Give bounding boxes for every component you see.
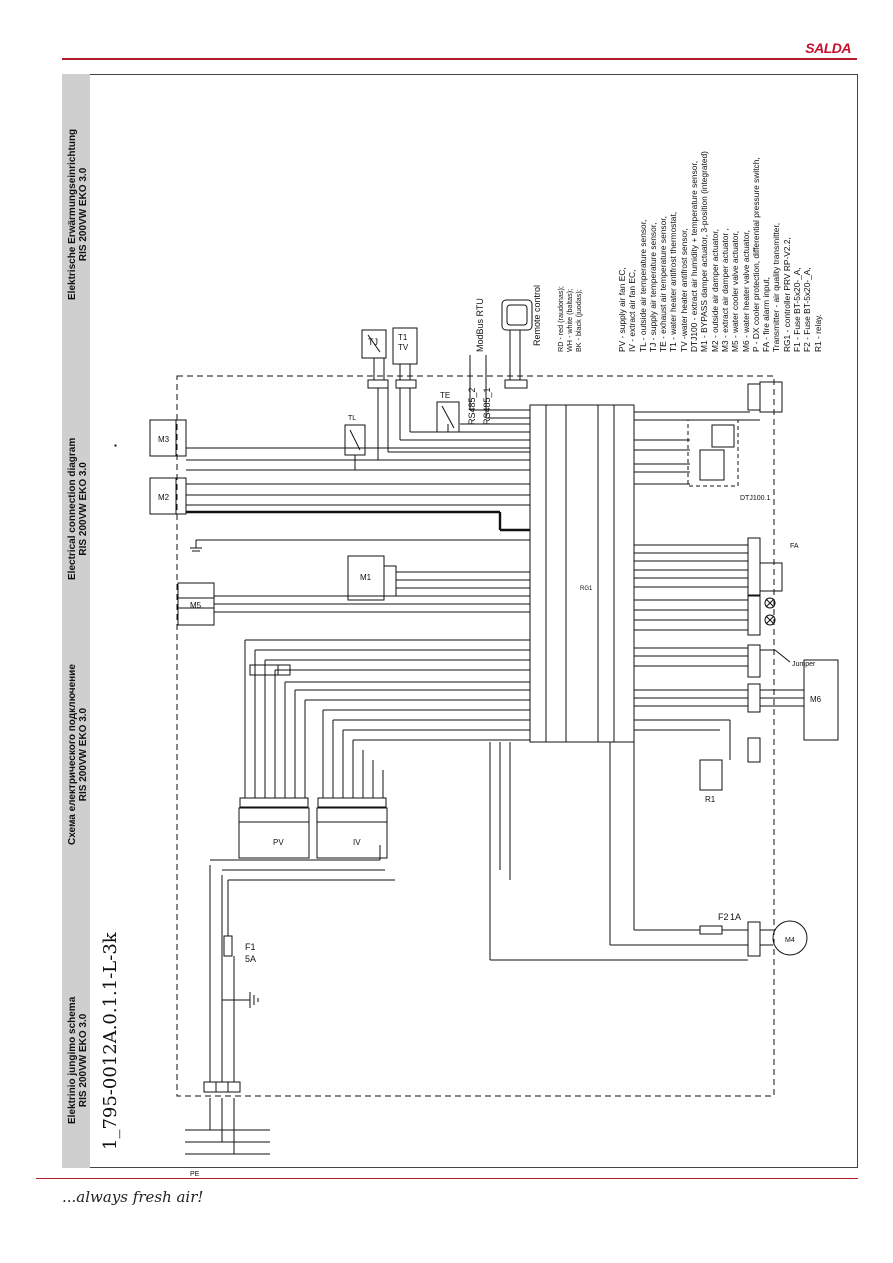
controller-rg1 bbox=[529, 404, 635, 743]
f1-rating: 5A bbox=[245, 954, 256, 964]
f2-rating: 1A bbox=[730, 912, 741, 922]
tl-label: TL bbox=[348, 415, 356, 422]
dtj-label: DTJ100.1 bbox=[740, 495, 770, 502]
dtj100-sensor-box bbox=[687, 419, 739, 487]
iv-label: IV bbox=[353, 838, 361, 847]
brand-slogan: ...always fresh air! bbox=[62, 1188, 204, 1206]
fuse-f2 bbox=[699, 925, 723, 935]
m1-label: M1 bbox=[360, 573, 372, 582]
m4-label: M4 bbox=[785, 937, 795, 944]
title-strip bbox=[62, 74, 90, 1168]
jumper-label: Jumper bbox=[792, 661, 816, 668]
brand-logo: SALDA bbox=[805, 40, 851, 56]
m2-label: M2 bbox=[158, 493, 170, 502]
rg1-label: RG1 bbox=[580, 586, 593, 592]
bottom-rule bbox=[36, 1178, 858, 1179]
m6-actuator-block bbox=[803, 659, 839, 741]
m6-label: M6 bbox=[810, 695, 822, 704]
m5-label: M5 bbox=[190, 601, 202, 610]
tj-label: TJ bbox=[368, 337, 378, 347]
r1-label: R1 bbox=[705, 795, 716, 804]
iv-fan-block bbox=[316, 807, 388, 859]
te-label: TE bbox=[440, 391, 450, 400]
t1-tv-sensor-box bbox=[392, 327, 418, 365]
m4-motor bbox=[772, 920, 808, 956]
supply-pe-label: PE bbox=[190, 1171, 200, 1178]
pv-label: PV bbox=[273, 838, 284, 847]
r1-relay-block bbox=[699, 759, 723, 791]
t1-label: T1 bbox=[398, 333, 408, 342]
f2-label: F2 bbox=[718, 912, 729, 922]
fa-label: FA bbox=[790, 543, 799, 550]
m3-label: M3 bbox=[158, 435, 170, 444]
tv-label: TV bbox=[398, 343, 409, 352]
remote-control-panel bbox=[501, 299, 533, 331]
f1-label: F1 bbox=[245, 942, 256, 952]
fuse-f1 bbox=[223, 935, 233, 957]
unit-enclosure bbox=[176, 375, 775, 1097]
pv-fan-block bbox=[238, 807, 310, 859]
top-rule bbox=[62, 58, 857, 60]
